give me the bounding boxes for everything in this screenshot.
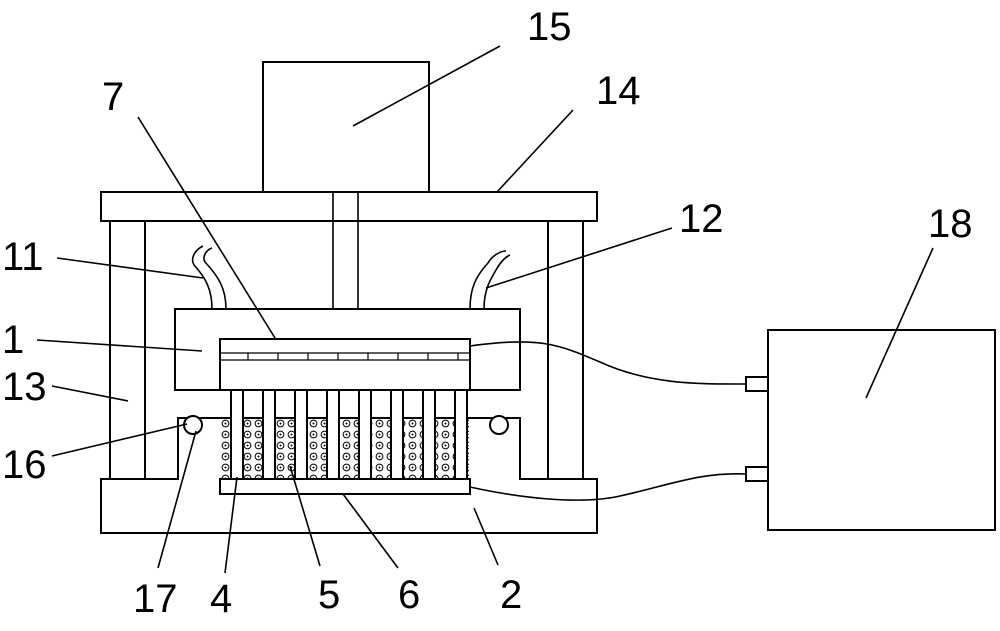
label-14: 14 xyxy=(596,69,641,113)
hose-11 xyxy=(191,245,227,310)
label-4: 4 xyxy=(210,577,232,621)
label-6: 6 xyxy=(398,573,420,617)
lower-plate-6 xyxy=(219,478,471,495)
label-16: 16 xyxy=(2,443,47,487)
top-plate-14 xyxy=(100,191,598,222)
hose-12 xyxy=(469,250,511,310)
label-7: 7 xyxy=(102,75,124,119)
label-12: 12 xyxy=(679,197,724,241)
pins-4 xyxy=(230,389,468,480)
cylinder-15 xyxy=(262,61,430,193)
label-18: 18 xyxy=(928,202,973,246)
label-15: 15 xyxy=(527,5,572,49)
label-1: 1 xyxy=(2,318,24,362)
control-box-18 xyxy=(767,329,996,531)
guide-columns-13 xyxy=(109,220,584,480)
seal-balls-16 xyxy=(183,415,509,435)
label-2: 2 xyxy=(500,573,522,617)
control-box-terminals xyxy=(745,376,769,482)
label-17: 17 xyxy=(133,577,178,621)
label-11: 11 xyxy=(2,235,44,279)
label-13: 13 xyxy=(2,365,47,409)
piston-rod xyxy=(332,192,359,309)
leader-lines xyxy=(36,45,934,574)
wires xyxy=(469,341,747,501)
heating-plate-7 xyxy=(219,338,471,391)
label-5: 5 xyxy=(318,573,340,617)
